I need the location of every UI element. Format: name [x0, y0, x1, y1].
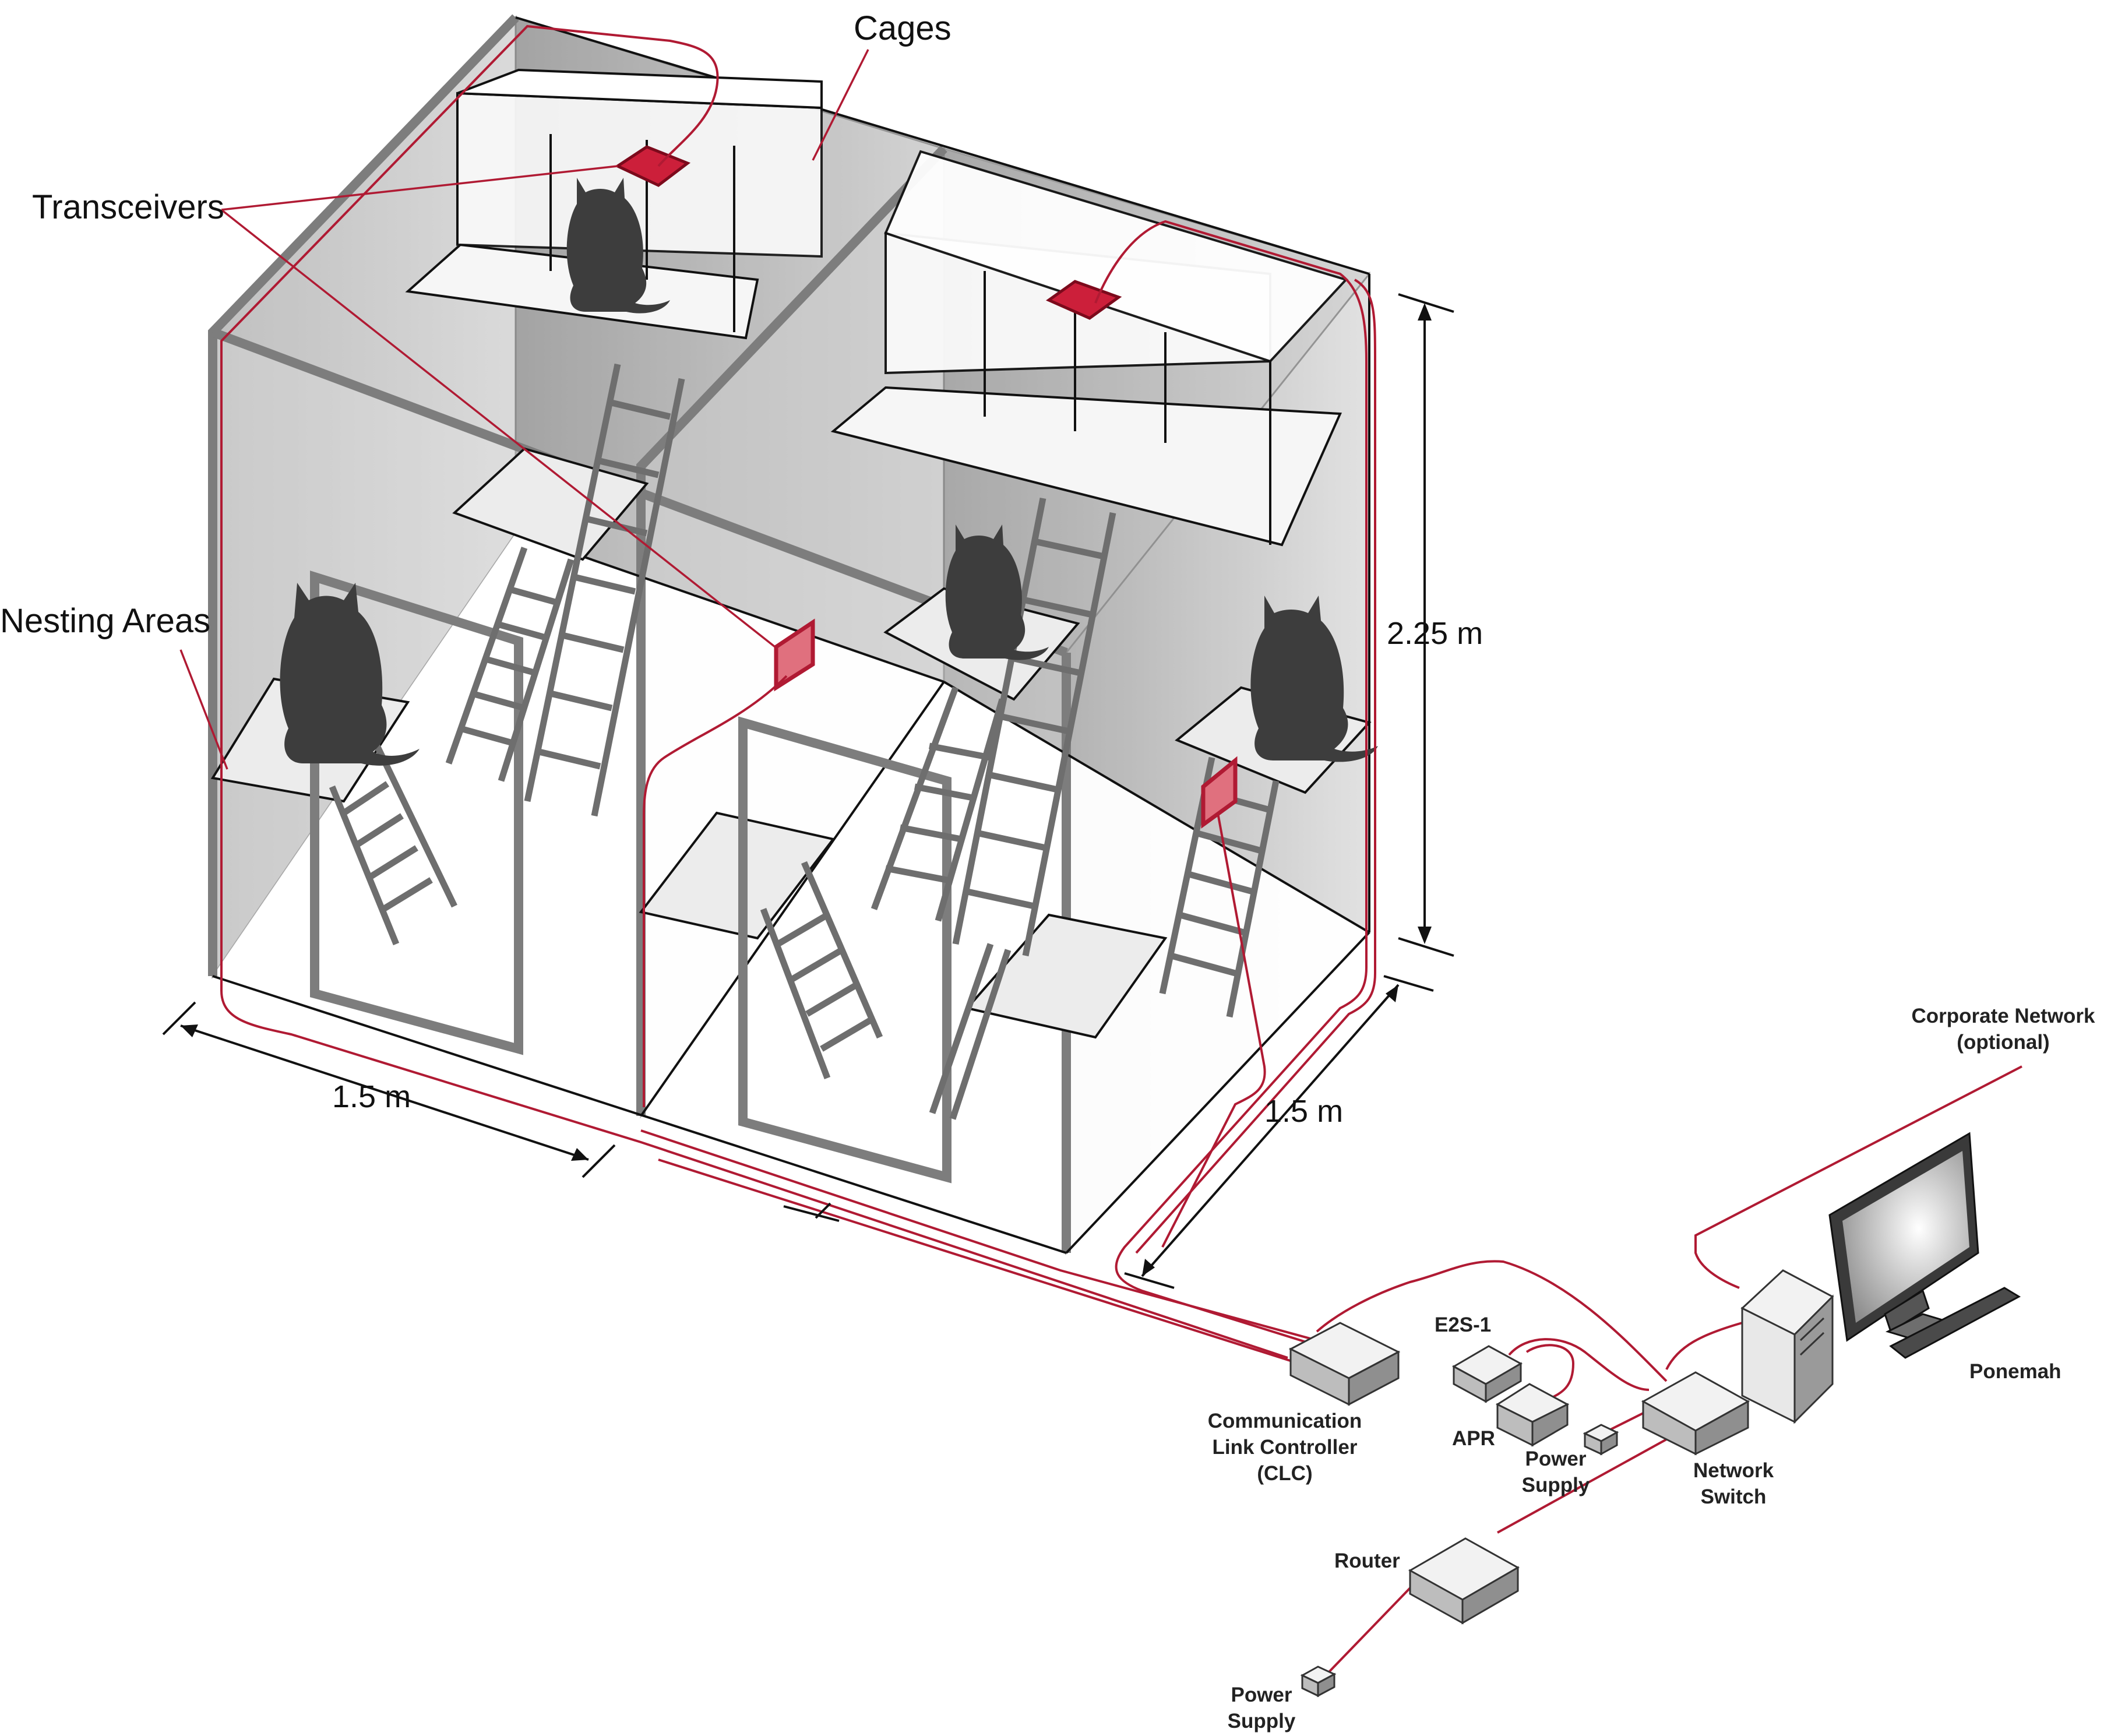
power-supply-icon [1300, 1665, 1337, 1698]
ladder-icon [929, 943, 1012, 1120]
ladder-icon [760, 861, 883, 1079]
cat-silhouette-icon [566, 178, 670, 314]
labels: Cages Transceivers Nesting Areas 2.25 m … [0, 9, 2095, 1733]
clc-label-line3: (CLC) [1257, 1462, 1312, 1485]
e2s1-label: E2S-1 [1435, 1314, 1491, 1336]
door-frames [310, 571, 952, 1184]
network-switch-label: Network [1693, 1459, 1774, 1482]
power-supply-bottom-sub-label: Supply [1228, 1710, 1296, 1733]
ladder-icon [871, 686, 1006, 922]
power-supply-mid-sub-label: Supply [1522, 1474, 1590, 1496]
corporate-network-label: Corporate Network [1911, 1005, 2095, 1027]
width-right-dimension-label: 1.5 m [1264, 1094, 1343, 1129]
clc-label-line2: Link Controller [1213, 1436, 1358, 1459]
height-dimension-label: 2.25 m [1387, 616, 1483, 651]
cages-label: Cages [854, 9, 952, 47]
dimension-lines [162, 293, 1454, 1289]
transceiver-icon [1045, 280, 1122, 320]
transceiver-icon [774, 618, 815, 692]
e2s1-device-icon [1451, 1345, 1523, 1403]
callout-leaders [179, 49, 869, 770]
cables [220, 24, 2022, 1674]
apr-device-icon [1495, 1383, 1570, 1447]
transceivers [614, 145, 1238, 829]
ladder-icon [952, 497, 1116, 957]
ladder-icon [524, 363, 685, 817]
transceivers-label: Transceivers [32, 188, 224, 226]
network-switch-sub-label: Switch [1701, 1485, 1767, 1508]
devices [1288, 1132, 2021, 1698]
cat-silhouette-icon [945, 524, 1049, 660]
transceiver-icon [1201, 756, 1238, 829]
network-switch-icon [1641, 1371, 1750, 1456]
computer-tower-icon [1740, 1269, 1834, 1424]
ladder-icon [445, 547, 575, 782]
corporate-network-sub-label: (optional) [1957, 1031, 2049, 1054]
floor-left [213, 533, 944, 1116]
apr-label: APR [1452, 1427, 1495, 1450]
clc-label: Communication [1208, 1410, 1362, 1432]
power-supply-mid-label: Power [1525, 1448, 1586, 1470]
ladder-icon [329, 735, 457, 946]
router-icon [1408, 1537, 1520, 1625]
transceiver-icon [614, 145, 691, 187]
nesting-areas-label: Nesting Areas [0, 602, 210, 640]
monitor-icon [1828, 1132, 2021, 1359]
animals [280, 178, 1378, 766]
ponemah-label: Ponemah [1969, 1360, 2061, 1383]
power-supply-icon [1583, 1424, 1619, 1456]
cat-silhouette-icon [280, 583, 420, 766]
power-supply-bottom-label: Power [1231, 1684, 1292, 1706]
width-left-dimension-label: 1.5 m [332, 1079, 411, 1114]
cat-silhouette-icon [1250, 596, 1378, 762]
router-label: Router [1334, 1550, 1400, 1572]
ladders [329, 363, 1280, 1120]
clc-device-icon [1288, 1322, 1401, 1406]
